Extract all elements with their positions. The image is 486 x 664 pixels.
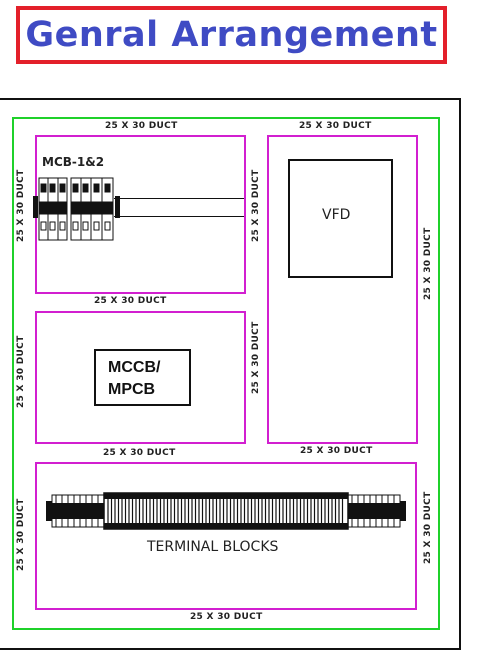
vfd-label: VFD xyxy=(322,207,351,223)
duct-label-lower-right: 25 X 30 DUCT xyxy=(300,446,373,456)
din-rail-line-top xyxy=(114,198,244,199)
duct-label-right-upper: 25 X 30 DUCT xyxy=(423,227,433,300)
vfd-zone xyxy=(267,135,418,444)
duct-label-right-lower: 25 X 30 DUCT xyxy=(423,491,433,564)
mccb-box: MCCB/ MPCB xyxy=(94,349,191,406)
mcb-breakers-icon xyxy=(33,177,120,241)
terminal-blocks-label: TERMINAL BLOCKS xyxy=(147,539,279,555)
terminal-zone xyxy=(35,462,417,610)
enclosure-panel xyxy=(0,98,461,650)
terminal-blocks-icon xyxy=(46,492,406,530)
mccb-label-line1: MCCB/ xyxy=(108,359,161,376)
duct-label-left-lower: 25 X 30 DUCT xyxy=(16,498,26,571)
duct-label-left-middle: 25 X 30 DUCT xyxy=(16,335,26,408)
duct-label-mid-left: 25 X 30 DUCT xyxy=(94,296,167,306)
mccb-zone xyxy=(35,311,246,444)
duct-label-center-lower: 25 X 30 DUCT xyxy=(251,321,261,394)
mccb-label-line2: MPCB xyxy=(108,381,156,398)
vfd-box xyxy=(288,159,393,278)
din-rail-line-bottom xyxy=(114,216,244,217)
duct-label-bottom: 25 X 30 DUCT xyxy=(190,612,263,622)
duct-label-lower-left: 25 X 30 DUCT xyxy=(103,448,176,458)
duct-label-top-right: 25 X 30 DUCT xyxy=(299,121,372,131)
mounting-plate xyxy=(12,117,440,630)
duct-label-center-upper: 25 X 30 DUCT xyxy=(251,169,261,242)
duct-label-top-left: 25 X 30 DUCT xyxy=(105,121,178,131)
page-title: Genral Arrangement xyxy=(25,15,438,55)
mcb-label: MCB-1&2 xyxy=(42,155,105,169)
title-banner: Genral Arrangement xyxy=(16,6,447,64)
duct-label-left-upper: 25 X 30 DUCT xyxy=(16,169,26,242)
